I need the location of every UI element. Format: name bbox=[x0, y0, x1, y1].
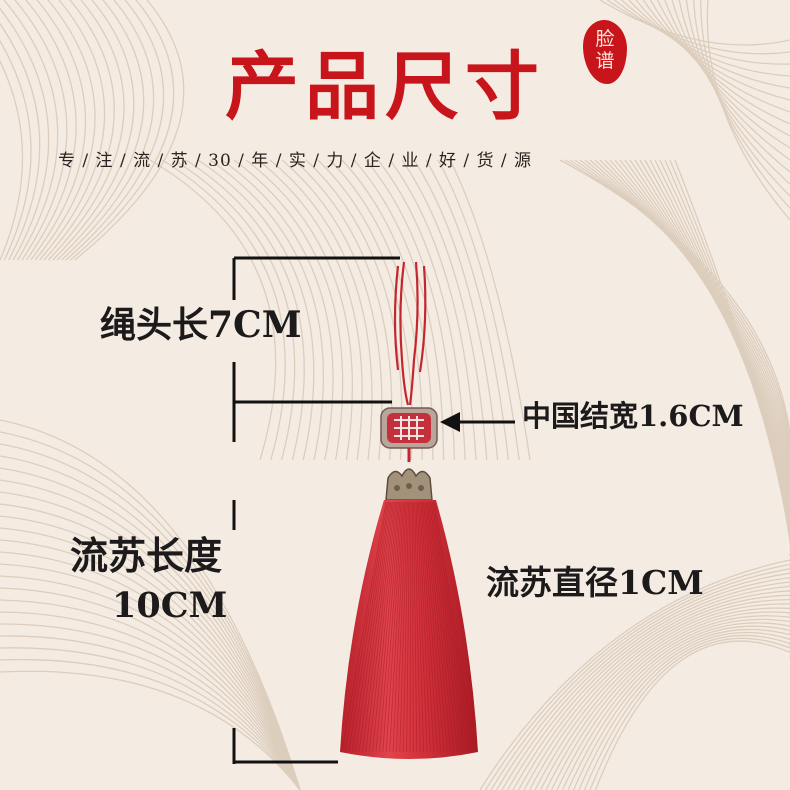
hanging-rope bbox=[393, 261, 427, 406]
knot-width-label: 中国结宽1.6CM bbox=[522, 399, 744, 433]
rope-length-label: 绳头长7CM bbox=[100, 304, 302, 346]
slogan-text: 专 / 注 / 流 / 苏 / 30 / 年 / 实 / 力 / 企 / 业 /… bbox=[58, 151, 533, 171]
seal-char-1: 脸 bbox=[595, 28, 615, 50]
seal-char-2: 谱 bbox=[595, 50, 615, 72]
page-title: 产品尺寸 bbox=[225, 44, 545, 130]
knot-width-arrow bbox=[440, 412, 515, 432]
tassel-length-bracket bbox=[232, 500, 338, 764]
metal-crown-cap bbox=[385, 468, 433, 501]
brand-seal-stamp: 脸 谱 bbox=[583, 20, 627, 84]
tassel-length-value: 10CM bbox=[112, 585, 228, 626]
tassel-diameter-label: 流苏直径1CM bbox=[486, 563, 704, 602]
red-tassel bbox=[340, 500, 478, 759]
chinese-knot-icon bbox=[380, 407, 438, 449]
tassel-length-label: 流苏长度 bbox=[70, 533, 223, 578]
rope-length-bracket bbox=[232, 256, 400, 442]
